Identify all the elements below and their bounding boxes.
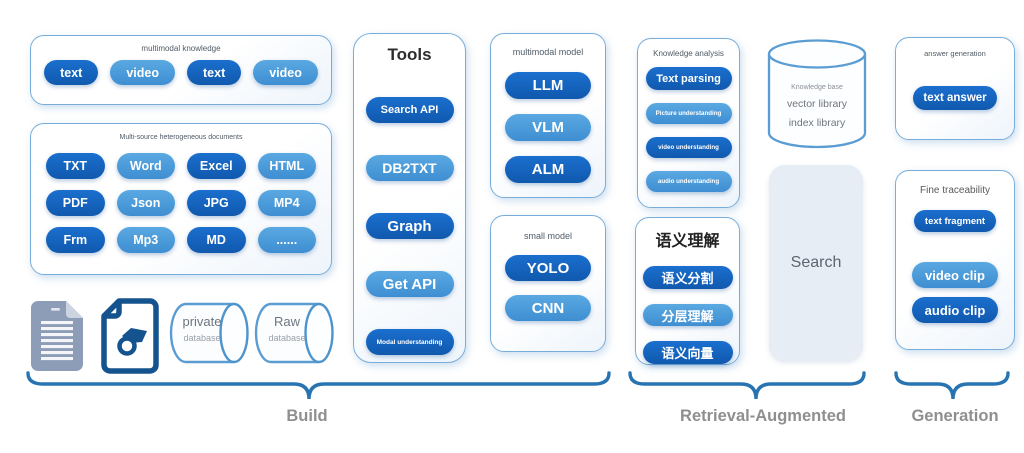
pill-llm: LLM: [505, 72, 591, 99]
multimodal-model-box: multimodal model LLM VLM ALM: [490, 33, 606, 198]
documents-pills: TXT Word Excel HTML PDF Json JPG MP4 Frm…: [46, 153, 316, 253]
pill-jpg: JPG: [187, 190, 246, 216]
search-label: Search: [790, 254, 842, 271]
generation-section-label: Generation: [911, 407, 999, 425]
multimodal-model-title: multimodal model: [512, 47, 584, 57]
retrieval-brace: [628, 371, 866, 400]
pill-text: text: [44, 60, 99, 85]
pill-video: video: [110, 60, 175, 85]
pill-vlm: VLM: [505, 114, 591, 141]
answer-generation-title: answer generation: [924, 49, 986, 58]
pill-yolo: YOLO: [505, 255, 591, 281]
multimodal-knowledge-box: multimodal knowledge text video text vid…: [30, 35, 332, 105]
generation-brace: [894, 371, 1010, 400]
pill-pdf: PDF: [46, 190, 105, 216]
pill-graph: Graph: [365, 213, 454, 239]
build-section-label: Build: [286, 407, 328, 425]
private-database-label: private database: [171, 314, 233, 343]
pill-word: Word: [116, 153, 175, 179]
pill-mp4: MP4: [257, 190, 316, 216]
text-document-icon: [30, 300, 84, 377]
vector-library-label: vector library: [786, 98, 848, 110]
pill-audio-understanding: audio understanding: [645, 171, 732, 192]
pill-text: text: [187, 60, 242, 85]
knowledge-base-cylinder: Knowledge base vector library index libr…: [767, 38, 867, 151]
pill-semantic-segmentation: 语义分割: [642, 266, 733, 289]
pill-hierarchical-understanding: 分层理解: [642, 303, 733, 327]
knowledge-analysis-box: Knowledge analysis Text parsing Picture …: [637, 38, 740, 208]
pill-frm: Frm: [46, 227, 105, 253]
private-database-cylinder: private database: [166, 301, 250, 365]
answer-generation-box: answer generation text answer: [895, 37, 1015, 140]
pill-audio-clip: audio clip: [912, 297, 998, 323]
pill-video-clip: video clip: [912, 262, 998, 288]
semantic-understanding-box: 语义理解 语义分割 分层理解 语义向量: [635, 217, 740, 365]
search-block: Search: [769, 165, 863, 361]
database-type: database: [268, 333, 306, 343]
multimodal-knowledge-title: multimodal knowledge: [141, 44, 221, 53]
pill-html: HTML: [257, 153, 316, 179]
tools-box: Tools Search API DB2TXT Graph Get API Mo…: [353, 33, 466, 363]
knowledge-base-title: Knowledge base: [791, 84, 843, 91]
pill-json: Json: [116, 190, 175, 216]
pill-text-parsing: Text parsing: [645, 67, 732, 90]
pill-picture-understanding: Picture understanding: [645, 103, 732, 124]
tools-title: Tools: [387, 45, 432, 64]
pill-get-api: Get API: [365, 271, 454, 297]
pill-txt: TXT: [46, 153, 105, 179]
small-model-title: small model: [523, 231, 572, 241]
semantic-understanding-title: 语义理解: [655, 233, 720, 250]
pill-video: video: [253, 60, 318, 85]
pill-text-answer: text answer: [913, 86, 997, 110]
media-document-icon: [101, 298, 159, 379]
fine-traceability-box: Fine traceability text fragment video cl…: [895, 170, 1015, 350]
pill-modal-understanding: Modal understanding: [365, 329, 454, 355]
fine-traceability-title: Fine traceability: [919, 185, 991, 196]
pill-alm: ALM: [505, 156, 591, 183]
knowledge-analysis-title: Knowledge analysis: [653, 49, 724, 58]
pill-db2txt: DB2TXT: [365, 155, 454, 181]
database-name: private: [182, 314, 222, 329]
pill-mp3: Mp3: [116, 227, 175, 253]
documents-box: Multi-source heterogeneous documents TXT…: [30, 123, 332, 275]
pill-md: MD: [187, 227, 246, 253]
pill-more: ......: [257, 227, 316, 253]
pill-video-understanding: video understanding: [645, 137, 732, 158]
pill-cnn: CNN: [505, 295, 591, 321]
index-library-label: index library: [788, 117, 846, 129]
knowledge-base-text: Knowledge base vector library index libr…: [767, 84, 867, 129]
pill-search-api: Search API: [365, 97, 454, 123]
retrieval-augmented-section-label: Retrieval-Augmented: [680, 407, 846, 425]
database-name: Raw: [273, 314, 300, 329]
pill-semantic-vector: 语义向量: [642, 341, 733, 365]
raw-database-label: Raw database: [256, 314, 318, 343]
raw-database-cylinder: Raw database: [251, 301, 335, 365]
pill-text-fragment: text fragment: [914, 210, 996, 232]
documents-title: Multi-source heterogeneous documents: [119, 134, 243, 141]
small-model-box: small model YOLO CNN: [490, 215, 606, 352]
multimodal-knowledge-pills: text video text video: [31, 60, 331, 85]
database-type: database: [183, 333, 221, 343]
pill-excel: Excel: [187, 153, 246, 179]
